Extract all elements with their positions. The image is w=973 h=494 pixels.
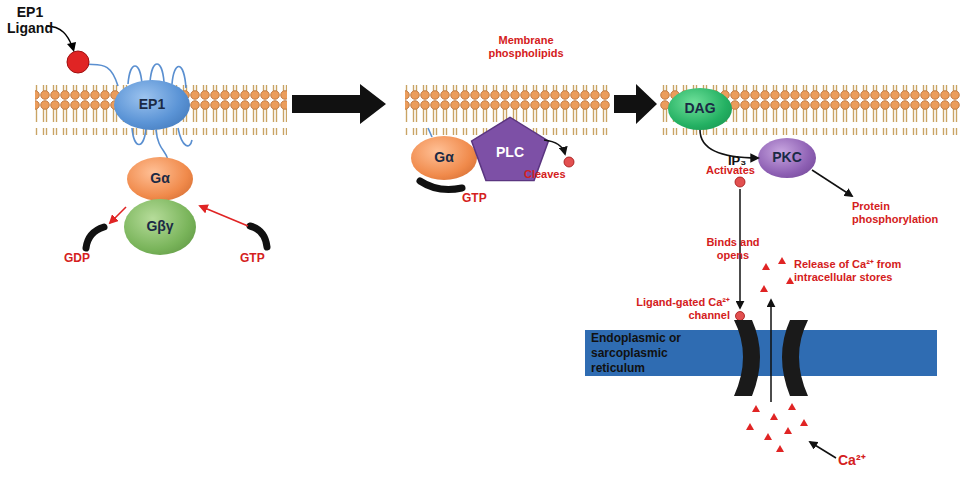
calcium-channel bbox=[734, 320, 808, 396]
channel-label: Ligand-gated Ca²⁺ channel bbox=[626, 296, 730, 321]
calcium-ions bbox=[760, 285, 768, 292]
pkc-ellipse: PKC bbox=[758, 138, 816, 178]
dag-ellipse: DAG bbox=[668, 88, 732, 130]
nucleotide-label: GTP bbox=[462, 192, 506, 206]
node-text: Gα bbox=[150, 171, 170, 186]
receptor-loops bbox=[156, 130, 168, 160]
exchange-arrow bbox=[200, 206, 248, 226]
release-label: Release of Ca²⁺ from intracellular store… bbox=[794, 258, 934, 283]
ip3-molecule bbox=[739, 189, 741, 308]
nucleotide-label: GDP bbox=[64, 252, 108, 266]
node-text: PLC bbox=[496, 145, 524, 160]
ip3-molecule bbox=[735, 177, 745, 187]
release-arrow bbox=[771, 300, 772, 402]
action-label: Cleaves bbox=[524, 168, 584, 181]
calcium-ions bbox=[752, 405, 760, 412]
nucleotide-shape bbox=[250, 226, 267, 247]
calcium-ions bbox=[746, 423, 754, 430]
nucleotide-shape bbox=[86, 227, 104, 248]
edge-label: Activates bbox=[706, 164, 776, 177]
calcium-ions bbox=[778, 257, 786, 264]
node-text: Endoplasmic or sarcoplasmic reticulum bbox=[591, 331, 721, 376]
action-label: Binds and opens bbox=[702, 236, 764, 261]
calcium-channel bbox=[734, 320, 760, 396]
calcium-pointer bbox=[810, 442, 836, 458]
phosphorylation-arrow bbox=[812, 170, 852, 196]
calcium-ions bbox=[784, 427, 792, 434]
phosphorylation-arrow bbox=[812, 170, 852, 196]
node-text: Gα bbox=[434, 150, 454, 165]
calcium-ions bbox=[776, 445, 784, 452]
g-alpha-ellipse: Gα bbox=[411, 136, 477, 180]
exchange-arrow bbox=[110, 207, 126, 223]
calcium-ions bbox=[764, 433, 772, 440]
receptor-loops bbox=[84, 64, 118, 86]
g-alpha-anchor bbox=[428, 128, 432, 137]
g-alpha-anchor bbox=[428, 128, 432, 137]
panel-arrow bbox=[292, 84, 657, 124]
cleave-arrow bbox=[544, 140, 565, 154]
reticulum-band: Endoplasmic or sarcoplasmic reticulum bbox=[585, 330, 937, 376]
ion-label: Ca²⁺ bbox=[838, 452, 888, 468]
ligand-circle bbox=[67, 51, 89, 73]
calcium-ions bbox=[788, 403, 796, 410]
release-arrow bbox=[770, 300, 772, 402]
g-alpha-ellipse: Gα bbox=[127, 157, 193, 201]
ip3-molecule bbox=[736, 312, 745, 321]
receptor-loops bbox=[178, 128, 192, 146]
cleave-arrow bbox=[544, 140, 574, 167]
calcium-ions bbox=[770, 413, 778, 420]
ligand-pointer bbox=[67, 42, 76, 52]
node-text: Gβγ bbox=[146, 219, 173, 234]
nucleotide-shape bbox=[420, 181, 462, 189]
membrane-bilayer bbox=[660, 85, 960, 135]
receptor-loops bbox=[84, 64, 192, 160]
panel-arrow bbox=[292, 84, 386, 124]
calcium-ions bbox=[762, 263, 770, 270]
outcome-label: Protein phosphorylation bbox=[852, 200, 972, 225]
calcium-ions bbox=[786, 277, 794, 284]
cleave-arrow bbox=[564, 157, 574, 167]
node-text: EP1 bbox=[139, 97, 165, 112]
membrane-label: Membrane phospholipids bbox=[478, 34, 574, 59]
ligand-circle bbox=[67, 51, 89, 73]
receptor-ellipse: EP1 bbox=[114, 80, 190, 130]
receptor-loops bbox=[132, 128, 146, 145]
calcium-channel bbox=[782, 320, 808, 396]
node-text: PKC bbox=[772, 150, 802, 165]
calcium-pointer bbox=[810, 442, 836, 458]
calcium-ions bbox=[800, 419, 808, 426]
g-beta-gamma-ellipse: Gβγ bbox=[124, 199, 196, 255]
node-text: DAG bbox=[684, 101, 715, 116]
nucleotide-label: GTP bbox=[240, 252, 284, 266]
panel-arrow bbox=[614, 84, 657, 124]
calcium-ions bbox=[746, 257, 808, 452]
exchange-arrow bbox=[110, 206, 248, 226]
ligand-label: EP1 Ligand bbox=[2, 4, 58, 36]
nucleotide-shape bbox=[86, 181, 462, 248]
